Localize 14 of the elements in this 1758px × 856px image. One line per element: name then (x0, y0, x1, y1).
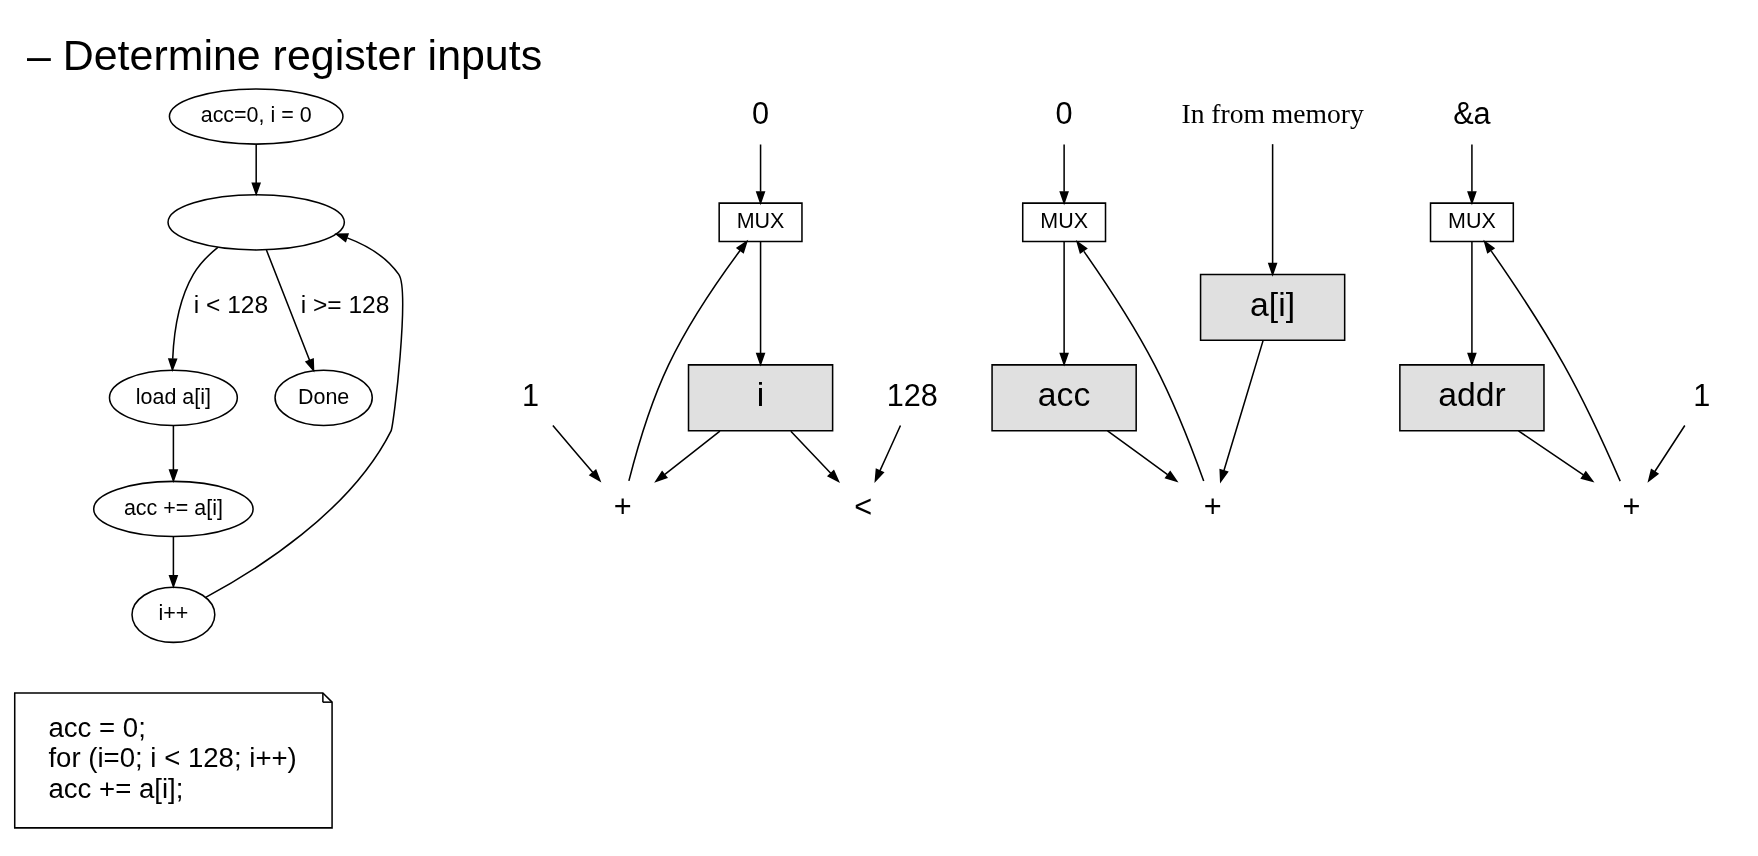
node-text: 128 (886, 377, 938, 411)
edge-label: i >= 128 (300, 290, 390, 318)
node-text: 0 (1055, 95, 1073, 130)
node-text: + (1203, 488, 1222, 523)
node-text: In from memory (1181, 97, 1364, 129)
node-text: 1 (1693, 377, 1711, 411)
node-text: 1 (522, 377, 540, 411)
node-text: < (854, 488, 873, 523)
node-text: 0 (752, 95, 770, 130)
node-text: + (613, 488, 632, 523)
edge-label: i < 128 (193, 290, 269, 318)
diagram-title: – Determine register inputs (26, 30, 543, 79)
node-text: + (1622, 488, 1641, 523)
node-text: &a (1453, 95, 1491, 130)
